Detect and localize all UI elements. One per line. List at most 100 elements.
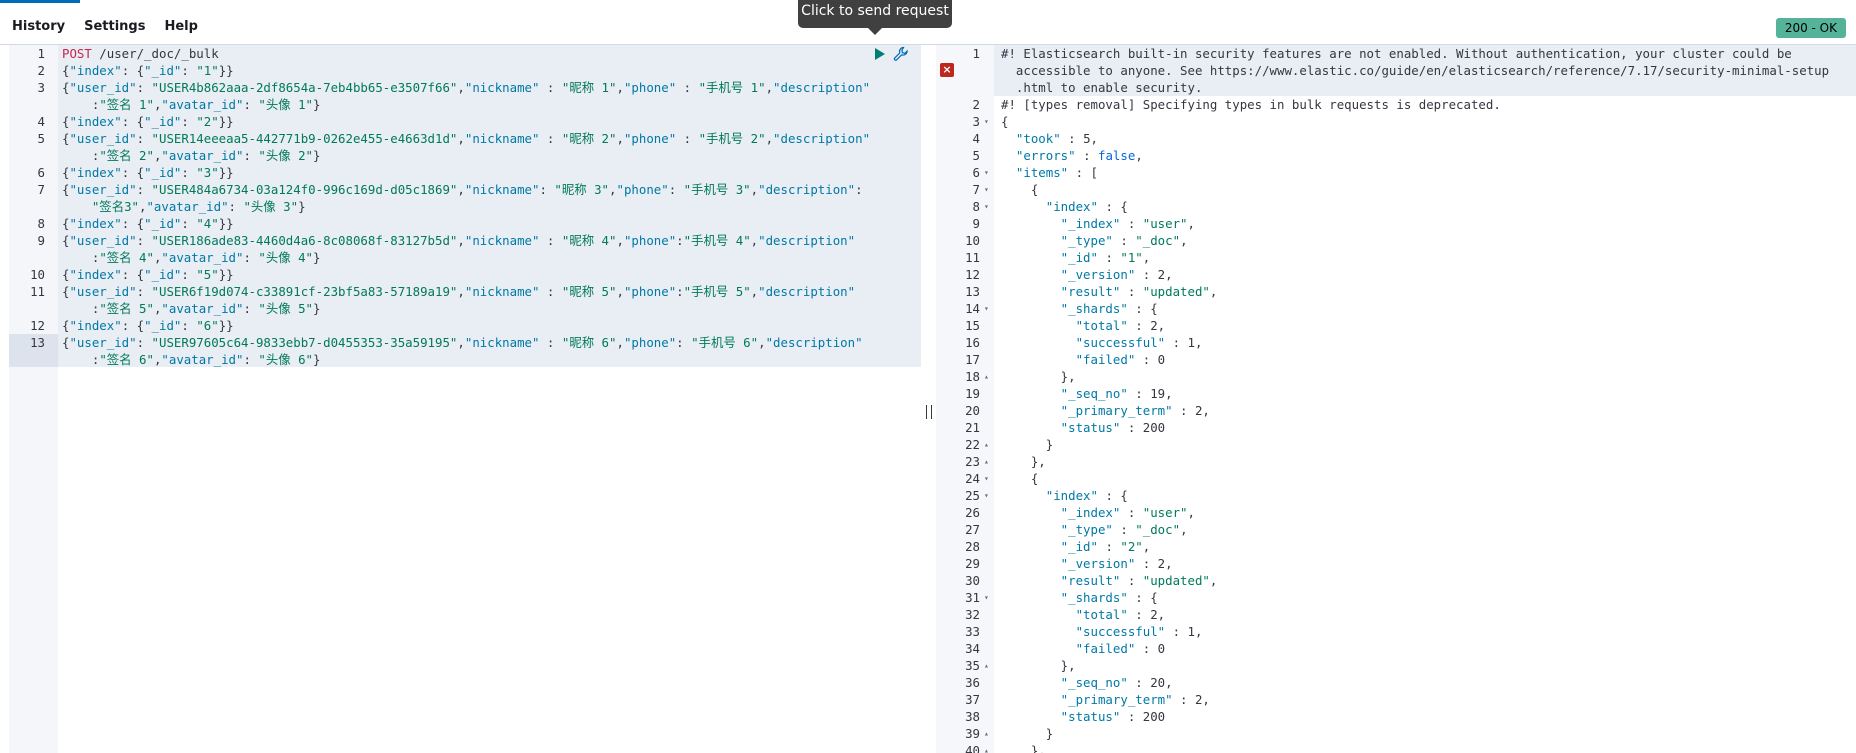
fold-collapse-icon[interactable]: ▾ <box>984 168 989 177</box>
code-line: 22▴ } <box>936 436 1856 453</box>
fold-collapse-icon[interactable]: ▾ <box>984 593 989 602</box>
fold-expand-icon[interactable]: ▴ <box>984 729 989 738</box>
code-token: "3" <box>196 165 219 180</box>
pane-resizer[interactable] <box>926 405 932 419</box>
code-token: { <box>62 165 70 180</box>
line-number: 4 <box>37 114 45 129</box>
warning-highlight <box>994 45 1856 96</box>
code-token: "手机号 3" <box>683 182 751 197</box>
code-token: "1" <box>1120 250 1143 265</box>
line-number: 32 <box>965 607 980 622</box>
code-token: "_id" <box>144 63 182 78</box>
code-token: : 0 <box>1135 641 1166 656</box>
code-token: "USER97605c64-9833ebb7-d0455353-35a59195… <box>151 335 458 350</box>
response-code[interactable]: 1#! Elasticsearch built-in security feat… <box>936 45 1856 753</box>
code-token: "user_id" <box>69 131 137 146</box>
fold-expand-icon[interactable]: ▴ <box>984 457 989 466</box>
play-icon[interactable] <box>875 48 885 60</box>
fold-collapse-icon[interactable]: ▾ <box>984 117 989 126</box>
code-token: .html to enable security. <box>1001 80 1203 95</box>
code-line: :"签名 4","avatar_id": "头像 4"} <box>9 249 921 266</box>
line-text: #! [types removal] Specifying types in b… <box>1001 96 1501 113</box>
code-token: : [ <box>1068 165 1098 180</box>
fold-expand-icon[interactable]: ▴ <box>984 440 989 449</box>
tooltip-arrow <box>868 28 882 35</box>
code-line: 34 "failed" : 0 <box>936 640 1856 657</box>
line-text: "签名3","avatar_id": "头像 3"} <box>62 198 306 215</box>
code-token: : <box>1120 573 1143 588</box>
code-token: "user_id" <box>69 284 137 299</box>
code-line: 25▾ "index" : { <box>936 487 1856 504</box>
code-token: "nickname" <box>464 233 540 248</box>
code-token: , <box>153 301 162 316</box>
code-token: "user_id" <box>69 335 137 350</box>
code-token: : <box>136 182 152 197</box>
code-token: : 2, <box>1127 318 1166 333</box>
line-number: 10 <box>30 267 45 282</box>
line-number: 1 <box>37 46 45 61</box>
code-token: "_index" <box>1001 216 1121 231</box>
history-menu-item[interactable]: History <box>12 19 66 34</box>
line-text: {"index": {"_id": "4"}} <box>62 215 234 232</box>
code-token: "status" <box>1001 709 1121 724</box>
code-token: : 2, <box>1127 607 1166 622</box>
code-token: /user/_doc/_bulk <box>91 46 219 61</box>
code-line: 3{"user_id": "USER4b862aaa-2df8654a-7eb4… <box>9 79 921 96</box>
code-token: : 2, <box>1172 692 1210 707</box>
code-token: : <box>539 182 555 197</box>
code-token: "USER4b862aaa-2df8654a-7eb4bb65-e3507f66… <box>151 80 458 95</box>
code-token: , <box>609 182 617 197</box>
line-number: 17 <box>965 352 980 367</box>
code-token: "头像 1" <box>258 97 314 112</box>
fold-expand-icon[interactable]: ▴ <box>984 661 989 670</box>
wrench-icon[interactable] <box>893 46 909 62</box>
code-token: "avatar_id" <box>161 97 244 112</box>
line-number: 13 <box>965 284 980 299</box>
fold-collapse-icon[interactable]: ▾ <box>984 202 989 211</box>
code-token: } <box>313 148 321 163</box>
settings-menu-item[interactable]: Settings <box>84 19 146 34</box>
fold-expand-icon[interactable]: ▴ <box>984 746 989 753</box>
code-token: }, <box>1001 658 1076 673</box>
code-token: "4" <box>196 216 219 231</box>
fold-expand-icon[interactable]: ▴ <box>984 372 989 381</box>
code-line: 19 "_seq_no" : 19, <box>936 385 1856 402</box>
fold-collapse-icon[interactable]: ▾ <box>984 304 989 313</box>
code-token: "_id" <box>144 267 182 282</box>
code-token: { <box>62 182 70 197</box>
code-token: "index" <box>69 267 122 282</box>
line-text: "_primary_term" : 2, <box>1001 402 1210 419</box>
line-number: 23 <box>965 454 980 469</box>
code-token: , <box>1142 539 1151 554</box>
line-number: 8 <box>37 216 45 231</box>
code-token: : 19, <box>1127 386 1173 401</box>
code-token: , <box>1180 522 1188 537</box>
code-token: "昵称 1" <box>561 80 617 95</box>
code-token: "签名 4" <box>99 250 154 265</box>
fold-collapse-icon[interactable]: ▾ <box>984 474 989 483</box>
response-editor[interactable]: 1#! Elasticsearch built-in security feat… <box>936 45 1856 753</box>
code-token: , <box>153 250 162 265</box>
code-token: "nickname" <box>464 284 540 299</box>
code-token: : <box>676 80 699 95</box>
line-number: 38 <box>965 709 980 724</box>
fold-collapse-icon[interactable]: ▾ <box>984 491 989 500</box>
code-token: : <box>62 250 100 265</box>
code-token: , <box>1187 505 1195 520</box>
code-token: , <box>1209 573 1218 588</box>
code-token: { <box>62 335 70 350</box>
fold-collapse-icon[interactable]: ▾ <box>984 185 989 194</box>
code-token: : <box>539 335 562 350</box>
console-menu: History Settings Help <box>12 19 198 34</box>
line-number: 3 <box>37 80 45 95</box>
code-token: : <box>539 80 562 95</box>
code-line: .html to enable security. <box>936 79 1856 96</box>
code-token: "_id" <box>1001 250 1098 265</box>
help-menu-item[interactable]: Help <box>164 19 198 34</box>
line-text: "_version" : 2, <box>1001 266 1173 283</box>
code-token: "USER14eeeaa5-442771b9-0262e455-e4663d1d… <box>151 131 458 146</box>
code-token: "手机号 5" <box>683 284 751 299</box>
code-token: "description" <box>773 80 871 95</box>
